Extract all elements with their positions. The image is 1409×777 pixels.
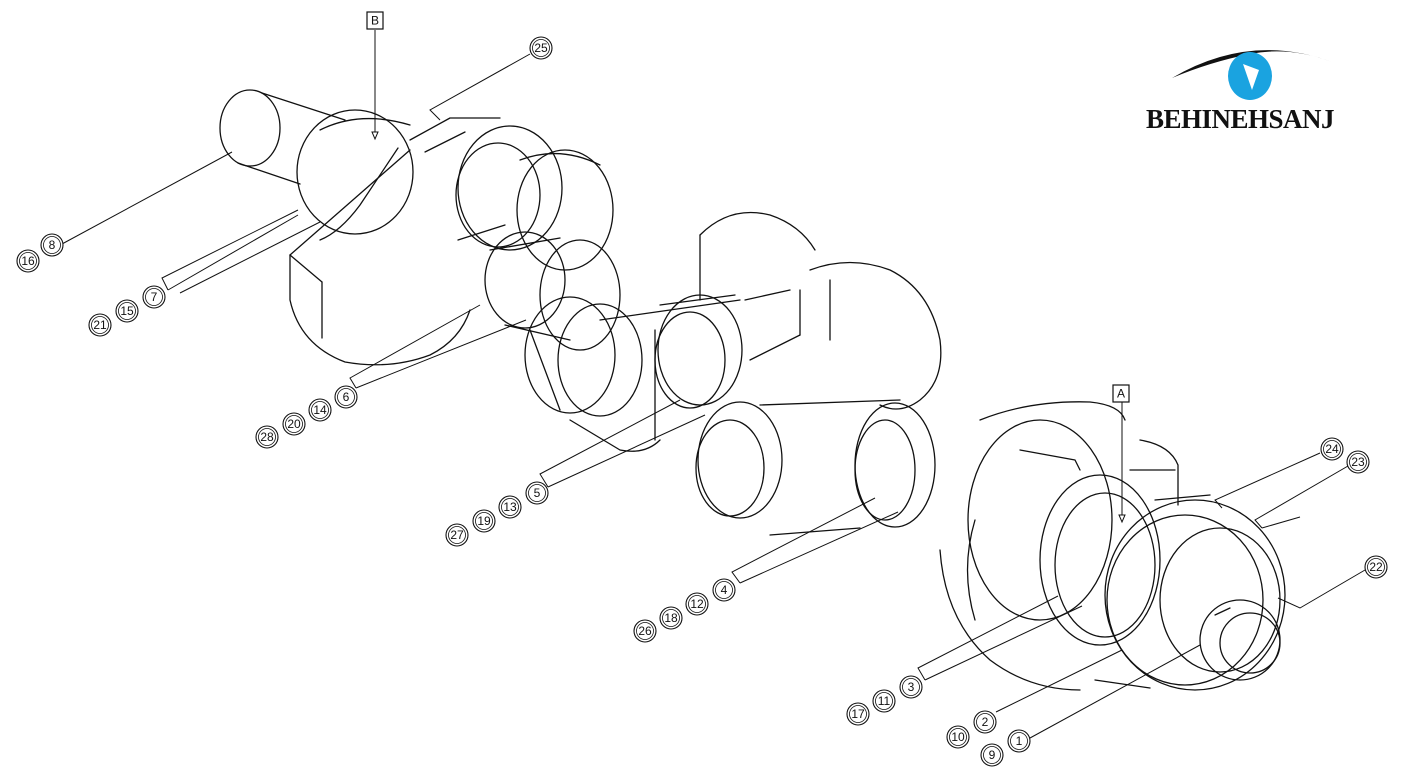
callout-7: 7: [142, 285, 166, 309]
callout-24: 24: [1320, 437, 1344, 461]
callout-9: 9: [980, 743, 1004, 767]
brand-name: BEHINEHSANJ: [1146, 104, 1335, 134]
svg-text:21: 21: [93, 318, 107, 332]
callout-1: 1: [1007, 729, 1031, 753]
callout-4: 4: [712, 578, 736, 602]
svg-text:23: 23: [1351, 455, 1365, 469]
svg-text:25: 25: [534, 41, 548, 55]
callout-23: 23: [1346, 450, 1370, 474]
svg-text:20: 20: [287, 417, 301, 431]
callout-3: 3: [899, 675, 923, 699]
callout-16: 16: [16, 249, 40, 273]
reference-mark-b-label: B: [371, 14, 379, 28]
brand-logo: BEHINEHSANJ: [1140, 40, 1360, 135]
svg-text:12: 12: [690, 597, 704, 611]
svg-text:11: 11: [878, 694, 891, 708]
callout-2: 2: [973, 710, 997, 734]
callout-13: 13: [498, 495, 522, 519]
svg-text:16: 16: [21, 254, 35, 268]
callout-8: 8: [40, 233, 64, 257]
crankshaft-outline: [219, 89, 1286, 691]
callout-19: 19: [472, 509, 496, 533]
svg-text:14: 14: [313, 403, 327, 417]
callout-26: 26: [633, 619, 657, 643]
svg-text:5: 5: [534, 486, 541, 500]
callout-22: 22: [1364, 555, 1388, 579]
reference-mark-b: B: [366, 11, 384, 30]
callout-5: 5: [525, 481, 549, 505]
callout-6: 6: [334, 385, 358, 409]
svg-text:28: 28: [260, 430, 274, 444]
svg-text:1: 1: [1016, 734, 1023, 748]
svg-text:13: 13: [503, 500, 517, 514]
svg-text:8: 8: [49, 238, 56, 252]
svg-text:26: 26: [638, 624, 652, 638]
callout-12: 12: [685, 592, 709, 616]
svg-text:24: 24: [1325, 442, 1339, 456]
svg-text:22: 22: [1369, 560, 1383, 574]
callout-28: 28: [255, 425, 279, 449]
svg-text:18: 18: [664, 611, 678, 625]
svg-text:15: 15: [120, 304, 134, 318]
callout-18: 18: [659, 606, 683, 630]
callout-14: 14: [308, 398, 332, 422]
reference-mark-a: A: [1112, 384, 1130, 403]
svg-text:4: 4: [721, 583, 728, 597]
callout-bubbles: 16 8 21 15 7 28 20 14 6 27 19 13 5 26 18…: [16, 36, 1388, 767]
svg-text:2: 2: [982, 715, 989, 729]
callout-11: 11: [872, 689, 896, 713]
callout-15: 15: [115, 299, 139, 323]
svg-text:9: 9: [989, 748, 996, 762]
callout-10: 10: [946, 725, 970, 749]
svg-text:3: 3: [908, 680, 915, 694]
svg-text:27: 27: [450, 528, 464, 542]
reference-mark-a-label: A: [1117, 387, 1125, 401]
callout-20: 20: [282, 412, 306, 436]
logo-emblem-icon: [1172, 50, 1332, 100]
svg-text:17: 17: [851, 707, 865, 721]
svg-text:6: 6: [343, 390, 350, 404]
callout-27: 27: [445, 523, 469, 547]
svg-text:10: 10: [951, 730, 965, 744]
svg-text:19: 19: [477, 514, 491, 528]
leader-lines: [61, 30, 1366, 739]
callout-21: 21: [88, 313, 112, 337]
callout-17: 17: [846, 702, 870, 726]
svg-text:7: 7: [151, 290, 158, 304]
callout-25: 25: [529, 36, 553, 60]
